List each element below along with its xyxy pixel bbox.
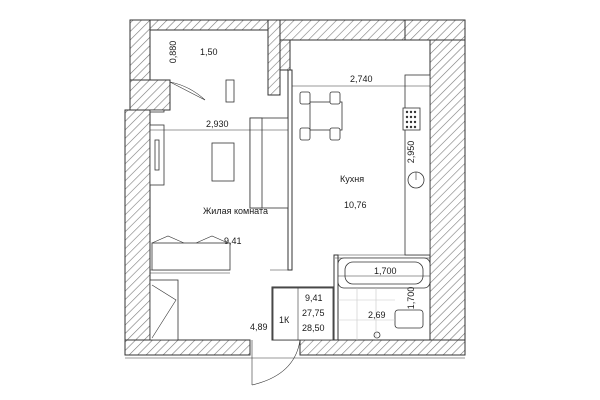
living-furniture: [149, 117, 289, 271]
balcony-width-dim: 0,880: [168, 41, 178, 64]
living-name: Жилая комната: [203, 206, 268, 216]
kitchen-height-dim: 2,950: [406, 141, 416, 164]
living-area: 9,41: [224, 236, 242, 246]
summary-area-with-balcony: 28,50: [302, 323, 325, 333]
bathroom-height-dim: 1,700: [406, 287, 416, 310]
summary-living-area: 9,41: [305, 293, 323, 303]
kitchen-width-dim: 2,740: [350, 74, 373, 84]
kitchen-name: Кухня: [340, 174, 364, 184]
balcony-door: [149, 79, 235, 113]
summary-total-area: 27,75: [302, 308, 325, 318]
hall-furniture: [149, 279, 301, 386]
bathroom-furniture: [337, 257, 431, 340]
bathroom-area: 2,69: [368, 310, 386, 320]
living-width-dim: 2,930: [206, 119, 229, 129]
kitchen-furniture: [299, 74, 431, 256]
room-labels: 0,880 1,50 2,740 2,930 2,950 Кухня 10,76…: [168, 41, 416, 332]
bathroom-width-dim: 1,700: [374, 266, 397, 276]
dimension-lines: [150, 85, 430, 277]
area-summary-box: 1К 9,41 27,75 28,50: [272, 287, 334, 341]
apartment-type: 1К: [279, 315, 290, 325]
hall-area: 4,89: [250, 322, 268, 332]
balcony-area: 1,50: [200, 47, 218, 57]
kitchen-area: 10,76: [344, 200, 367, 210]
